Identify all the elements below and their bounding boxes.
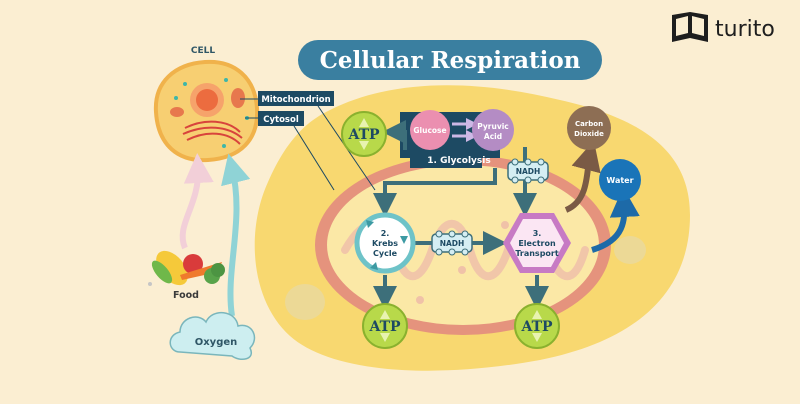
cytosol-label-text: Cytosol bbox=[263, 115, 299, 125]
glycolysis-to-atp-arrow bbox=[382, 120, 407, 150]
nadh-carrier-middle: NADH bbox=[431, 230, 473, 256]
krebs-label-1: 2. bbox=[381, 229, 390, 238]
electron-transport-label-3: Transport bbox=[515, 249, 559, 258]
brand-logo: turito bbox=[672, 12, 775, 42]
cytosol-label: Cytosol bbox=[258, 111, 304, 126]
carbon-dioxide-node: Carbon Dioxide bbox=[567, 106, 611, 150]
blob-bubble bbox=[614, 236, 646, 264]
blob-bubble bbox=[285, 284, 325, 320]
oxygen-label: Oxygen bbox=[195, 337, 238, 348]
mitochondrion-label: Mitochondrion bbox=[258, 91, 334, 106]
page-title: Cellular Respiration bbox=[320, 47, 581, 74]
krebs-cycle-node: 2. Krebs Cycle bbox=[354, 212, 416, 274]
open-book-icon bbox=[672, 12, 708, 42]
oxygen-cloud: Oxygen bbox=[169, 312, 256, 361]
cytosol-pointer bbox=[293, 125, 335, 191]
atp-badge-glycolysis: ATP bbox=[341, 111, 387, 157]
oxygen-arrow bbox=[221, 153, 251, 317]
atp-label: ATP bbox=[368, 319, 401, 335]
pyruvic-acid-label-1: Pyruvic bbox=[477, 122, 508, 131]
nadh-carrier-top: NADH bbox=[507, 158, 549, 184]
co2-label-2: Dioxide bbox=[574, 130, 604, 138]
atp-badge-krebs: ATP bbox=[362, 303, 408, 349]
food-arrow bbox=[179, 153, 214, 250]
atp-badge-electron: ATP bbox=[514, 303, 560, 349]
food-illustration: Food bbox=[148, 250, 232, 301]
water-node: Water bbox=[599, 159, 641, 201]
electron-transport-label-2: Electron bbox=[518, 239, 556, 248]
mitochondrion-label-text: Mitochondrion bbox=[261, 95, 330, 105]
water-label: Water bbox=[606, 176, 633, 185]
pyruvate-to-krebs-arrow bbox=[373, 168, 497, 217]
electron-transport-node: 3. Electron Transport bbox=[503, 213, 571, 273]
electron-to-water-arrow bbox=[591, 187, 640, 253]
pyruvic-acid-node bbox=[472, 109, 514, 151]
brand-name: turito bbox=[715, 17, 775, 42]
glucose-label: Glucose bbox=[413, 126, 446, 135]
atp-label: ATP bbox=[347, 127, 380, 143]
cell-heading: CELL bbox=[191, 46, 215, 56]
electron-transport-label-1: 3. bbox=[533, 229, 542, 238]
krebs-label-2: Krebs bbox=[372, 239, 398, 248]
atp-label: ATP bbox=[520, 319, 553, 335]
nadh-middle-label: NADH bbox=[440, 239, 465, 248]
krebs-label-3: Cycle bbox=[373, 249, 398, 258]
nadh-top-label: NADH bbox=[516, 167, 541, 176]
cell-illustration: CELL bbox=[153, 46, 260, 163]
glycolysis-label: 1. Glycolysis bbox=[427, 156, 490, 166]
electron-to-co2-arrow bbox=[564, 140, 601, 213]
title-banner: Cellular Respiration bbox=[298, 40, 602, 80]
food-label: Food bbox=[173, 290, 199, 301]
pyruvic-acid-label-2: Acid bbox=[484, 132, 502, 141]
co2-label-1: Carbon bbox=[575, 120, 603, 128]
glucose-node bbox=[410, 110, 450, 150]
